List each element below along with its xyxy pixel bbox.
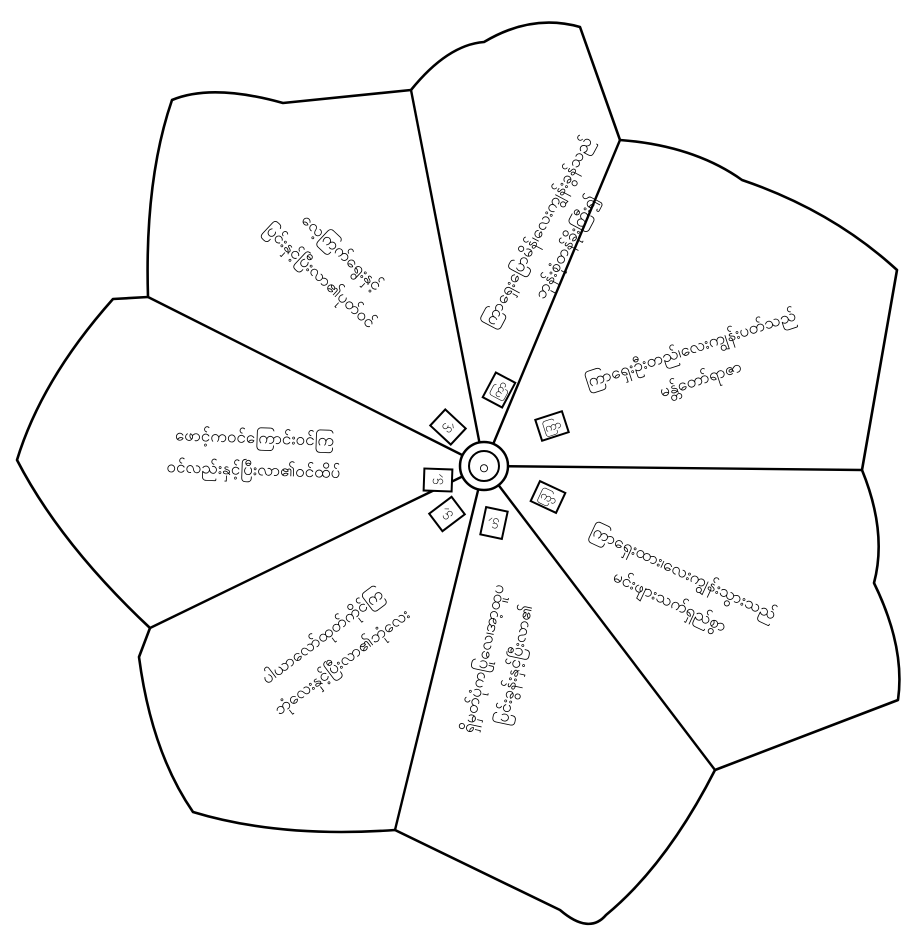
lotus-outline: [17, 23, 899, 924]
petal-left-frame: ဟဲ: [424, 469, 453, 492]
frame-syllable: ဟဲ: [432, 472, 444, 487]
center-glyph: ဝ: [479, 456, 489, 477]
petal-bottom-frame: ဟဲ: [480, 507, 507, 539]
center-seal: ဝ: [460, 442, 508, 490]
petal-outlines: [17, 23, 899, 924]
